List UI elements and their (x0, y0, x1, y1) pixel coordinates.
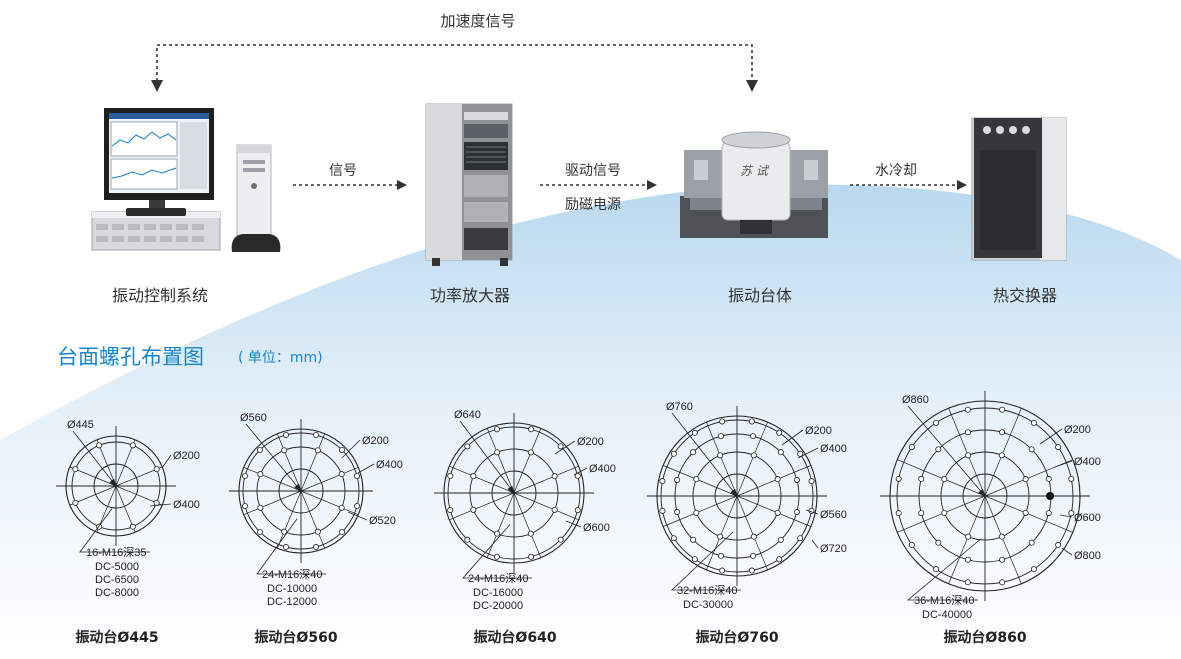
section-unit: ( 单位：mm) (238, 350, 323, 366)
label-heat-exchanger: 热交换器 (992, 286, 1058, 305)
arrow-signal-label: 信号 (329, 163, 357, 179)
caption-445: 振动台Ø445 (75, 630, 159, 646)
model-4-1: DC-30000 (683, 599, 733, 611)
arrow-drive-label-1: 驱动信号 (565, 163, 621, 179)
ring-dia-label-5-1: Ø200 (1064, 424, 1091, 436)
outer-dia-label-4: Ø760 (666, 401, 693, 413)
ring-dia-label-4-1: Ø200 (805, 425, 832, 437)
outer-dia-label-5: Ø860 (902, 394, 929, 406)
model-1-3: DC-8000 (95, 587, 139, 599)
shaker-brand: 苏 试 (740, 164, 768, 178)
hole-spec-4: 32-M16深40 (677, 584, 738, 597)
hole-spec-5: 36-M16深40 (914, 594, 975, 607)
hole-spec-2: 24-M16深40 (262, 568, 323, 581)
ring-dia-label-3-2: Ø400 (589, 463, 616, 475)
hole-spec-1: 16-M16深35 (86, 546, 147, 559)
ring-dia-label-5-2: Ø400 (1074, 456, 1101, 468)
ring-dia-label-1-2: Ø400 (173, 499, 200, 511)
hole-spec-3: 24-M16深40 (468, 572, 529, 585)
ring-dia-label-4-2: Ø400 (820, 443, 847, 455)
ring-dia-label-3-3: Ø600 (583, 522, 610, 534)
feedback-arrowhead-left (151, 80, 163, 92)
ring-dia-label-2-3: Ø520 (369, 515, 396, 527)
feedback-arrowhead-right (746, 80, 758, 92)
caption-760: 振动台Ø760 (695, 630, 779, 646)
ring-dia-label-1-1: Ø200 (173, 450, 200, 462)
ring-dia-label-4-3: Ø560 (820, 509, 847, 521)
label-control-system: 振动控制系统 (111, 286, 209, 305)
ring-dia-label-2-1: Ø200 (362, 435, 389, 447)
ring-dia-label-2-2: Ø400 (376, 459, 403, 471)
feedback-signal-label: 加速度信号 (440, 12, 516, 30)
label-shaker: 振动台体 (727, 286, 793, 305)
ring-dia-label-5-4: Ø800 (1074, 550, 1101, 562)
caption-560: 振动台Ø560 (254, 630, 338, 646)
outer-dia-label-2: Ø560 (240, 412, 267, 424)
control-system-illustration (91, 108, 281, 252)
feedback-dashed-line (156, 44, 753, 87)
label-amplifier: 功率放大器 (429, 286, 511, 305)
ring-dia-label-4-4: Ø720 (820, 543, 847, 555)
amplifier-illustration (425, 103, 513, 266)
caption-640: 振动台Ø640 (473, 630, 557, 646)
arrow-cooling-label: 水冷却 (875, 163, 917, 179)
outer-dia-label-3: Ø640 (454, 409, 481, 421)
model-2-2: DC-12000 (267, 596, 317, 608)
section-title: 台面螺孔布置图 (57, 345, 204, 369)
outer-dia-label-1: Ø445 (67, 419, 94, 431)
heat-exchanger-illustration (971, 117, 1067, 261)
model-1-1: DC-5000 (95, 561, 139, 573)
model-3-2: DC-20000 (473, 600, 523, 612)
sky-backdrop (0, 184, 1181, 659)
ring-dia-label-5-3: Ø600 (1074, 512, 1101, 524)
model-5-1: DC-40000 (922, 609, 972, 621)
ring-dia-label-3-1: Ø200 (577, 436, 604, 448)
model-1-2: DC-6500 (95, 574, 139, 586)
shaker-illustration (680, 131, 828, 238)
model-2-1: DC-10000 (267, 583, 317, 595)
arrow-drive-label-2: 励磁电源 (565, 197, 621, 213)
caption-860: 振动台Ø860 (943, 630, 1027, 646)
model-3-1: DC-16000 (473, 587, 523, 599)
